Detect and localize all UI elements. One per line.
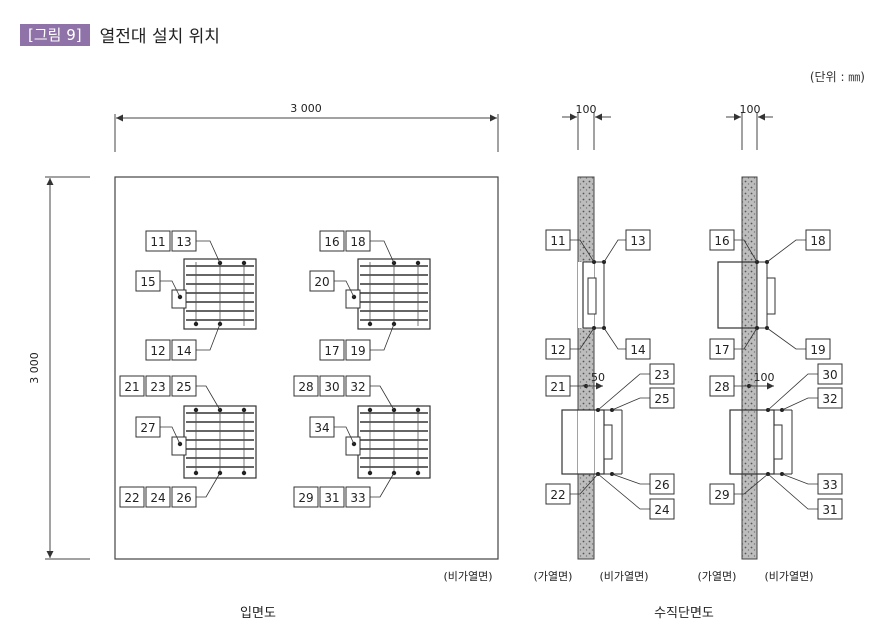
- damper-rods: [195, 262, 245, 326]
- tc-label: 28: [714, 380, 729, 394]
- wall-section: [577, 176, 595, 560]
- tc-label: 24: [150, 491, 165, 505]
- tc-label: 30: [324, 380, 339, 394]
- tc-label: 13: [176, 235, 191, 249]
- tc-label: 20: [314, 275, 329, 289]
- tc-label: 32: [822, 392, 837, 406]
- section-left: 100 50: [534, 103, 675, 583]
- tc-label: 17: [324, 344, 339, 358]
- unit-note: (단위 : ㎜): [809, 70, 865, 84]
- section-dimension-text: 100: [740, 103, 761, 116]
- tc-label: 27: [140, 421, 155, 435]
- tc-label: 16: [324, 235, 339, 249]
- damper-group-bottom-right: 28 30 32 34 29 31 33: [293, 375, 431, 508]
- tc-label: 23: [654, 368, 669, 382]
- tc-label: 12: [150, 344, 165, 358]
- wall-outline: [114, 176, 499, 560]
- tc-label: 30: [822, 368, 837, 382]
- tc-label: 14: [176, 344, 191, 358]
- tc-label: 29: [298, 491, 313, 505]
- tc-label: 34: [314, 421, 329, 435]
- unheated-face-label: (비가열면): [599, 570, 648, 583]
- tc-label: 18: [810, 234, 825, 248]
- tc-label: 22: [124, 491, 139, 505]
- tc-label: 17: [714, 343, 729, 357]
- section-right: 100 100 16 18: [698, 103, 843, 583]
- tc-label: 15: [140, 275, 155, 289]
- tc-label: 19: [350, 344, 365, 358]
- elevation-view: 3 000 3 000 (비가열면): [28, 102, 499, 583]
- section-dimension-text: 100: [576, 103, 597, 116]
- tc-label: 33: [350, 491, 365, 505]
- tc-label: 29: [714, 488, 729, 502]
- tc-label: 12: [550, 343, 565, 357]
- wall-section: [741, 176, 758, 560]
- tc-label: 28: [298, 380, 313, 394]
- tc-label: 25: [176, 380, 191, 394]
- tc-label: 26: [654, 478, 669, 492]
- unheated-face-label: (비가열면): [764, 570, 813, 583]
- tc-label: 26: [176, 491, 191, 505]
- tc-label: 18: [350, 235, 365, 249]
- mid-dimension-text: 100: [754, 371, 775, 384]
- figure-header: [그림 9] 열전대 설치 위치: [20, 22, 220, 47]
- height-dimension-text: 3 000: [28, 352, 41, 384]
- actuator: [171, 289, 187, 309]
- tc-label: 23: [150, 380, 165, 394]
- tc-label: 14: [630, 343, 645, 357]
- tc-label: 31: [822, 503, 837, 517]
- tc-label: 31: [324, 491, 339, 505]
- tc-label: 33: [822, 478, 837, 492]
- elevation-unheated-label: (비가열면): [443, 570, 492, 583]
- width-dimension-text: 3 000: [290, 102, 322, 115]
- tc-label: 16: [714, 234, 729, 248]
- tc-label: 24: [654, 503, 669, 517]
- heated-face-label: (가열면): [534, 570, 573, 583]
- tc-label: 19: [810, 343, 825, 357]
- damper-group-bottom-left: 21 23 25 27 22 24 26: [119, 375, 257, 508]
- tc-label: 22: [550, 488, 565, 502]
- tc-label: 11: [150, 235, 165, 249]
- elevation-caption: 입면도: [240, 606, 276, 621]
- tc-label: 21: [124, 380, 139, 394]
- tc-label: 32: [350, 380, 365, 394]
- tc-label: 13: [630, 234, 645, 248]
- section-caption: 수직단면도: [654, 606, 714, 621]
- figure-title: 열전대 설치 위치: [99, 27, 220, 47]
- tc-label: 21: [550, 380, 565, 394]
- heated-face-label: (가열면): [698, 570, 737, 583]
- damper-group-top-left: 11 13 15 12 14: [135, 230, 257, 361]
- figure-tag: [그림 9]: [20, 23, 90, 46]
- mid-dimension-text: 50: [591, 371, 605, 384]
- tc-label: 11: [550, 234, 565, 248]
- tc-label: 25: [654, 392, 669, 406]
- damper-group-top-right: 16 18 20 17 19: [309, 230, 431, 361]
